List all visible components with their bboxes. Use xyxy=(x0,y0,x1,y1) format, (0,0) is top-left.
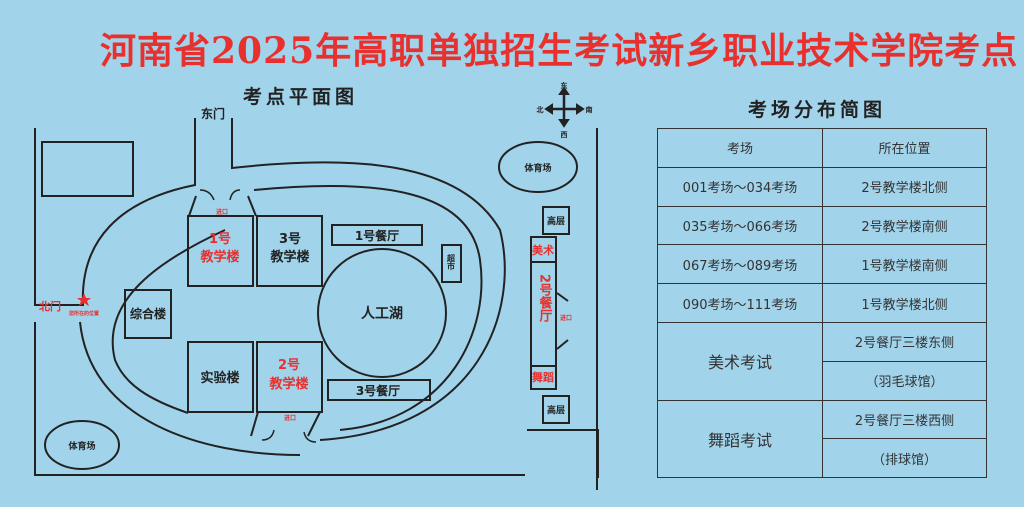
room-location: 1号教学楼南侧 xyxy=(822,244,987,285)
building-1 xyxy=(187,215,254,287)
compass-south: 南 xyxy=(586,105,593,114)
art-label: 美术 xyxy=(532,243,554,257)
entrance-label: 进口 xyxy=(560,314,572,322)
north-gate-label: 北门 xyxy=(39,299,61,313)
dance-exam-location: 2号餐厅三楼西侧 xyxy=(822,399,987,440)
highrise2-label: 高层 xyxy=(547,404,565,416)
building1-num: 1号 xyxy=(209,232,231,247)
stadium2-label: 体育场 xyxy=(524,162,551,174)
header-location: 所在位置 xyxy=(822,128,987,168)
stadium-label: 体育场 xyxy=(68,440,95,452)
you-are-here-label: 您所在的位置 xyxy=(69,310,99,317)
building2-num: 2号 xyxy=(278,358,300,373)
room-location: 2号教学楼南侧 xyxy=(822,205,987,246)
art-exam-location: 2号餐厅三楼东侧 xyxy=(822,321,987,362)
page-title: 河南省2025年高职单独招生考试新乡职业技术学院考点 xyxy=(100,30,1019,72)
lake-label: 人工湖 xyxy=(361,305,403,322)
room-range: 001考场～034考场 xyxy=(657,166,823,207)
entrance-label: 进口 xyxy=(216,208,228,216)
table-heading: 考场分布简图 xyxy=(748,99,887,121)
room-range: 090考场～111考场 xyxy=(657,283,823,323)
compass-west: 西 xyxy=(561,131,568,139)
room-location: 1号教学楼北侧 xyxy=(822,283,987,323)
canteen2-label: 2号餐厅 xyxy=(537,274,554,323)
dance-label: 舞蹈 xyxy=(532,370,554,384)
lab-label: 实验楼 xyxy=(200,370,239,386)
building3-name: 教学楼 xyxy=(269,249,309,265)
compass-east: 东 xyxy=(561,81,568,90)
canteen1-label: 1号餐厅 xyxy=(355,228,399,243)
east-gate-label: 东门 xyxy=(201,106,225,121)
highrise-label: 高层 xyxy=(547,215,565,227)
building3-num: 3号 xyxy=(279,232,301,247)
room-range: 035考场～066考场 xyxy=(657,205,823,246)
room-range: 067考场～089考场 xyxy=(657,244,823,285)
room-location: 2号教学楼北侧 xyxy=(822,166,987,207)
entrance-label: 进口 xyxy=(284,414,296,422)
dance-exam-label: 舞蹈考试 xyxy=(657,399,823,479)
canteen3-label: 3号餐厅 xyxy=(356,383,400,398)
art-exam-venue: （羽毛球馆） xyxy=(822,360,987,401)
dance-exam-venue: （排球馆） xyxy=(822,438,987,479)
building1-name: 教学楼 xyxy=(199,249,239,265)
complex-label: 综合楼 xyxy=(130,306,166,321)
supermarket-label: 超市 xyxy=(446,253,456,271)
header-room: 考场 xyxy=(657,128,823,168)
compass-north: 北 xyxy=(537,105,544,114)
map-heading: 考点平面图 xyxy=(243,86,359,108)
building2-name: 教学楼 xyxy=(268,376,308,392)
art-exam-label: 美术考试 xyxy=(657,321,823,401)
